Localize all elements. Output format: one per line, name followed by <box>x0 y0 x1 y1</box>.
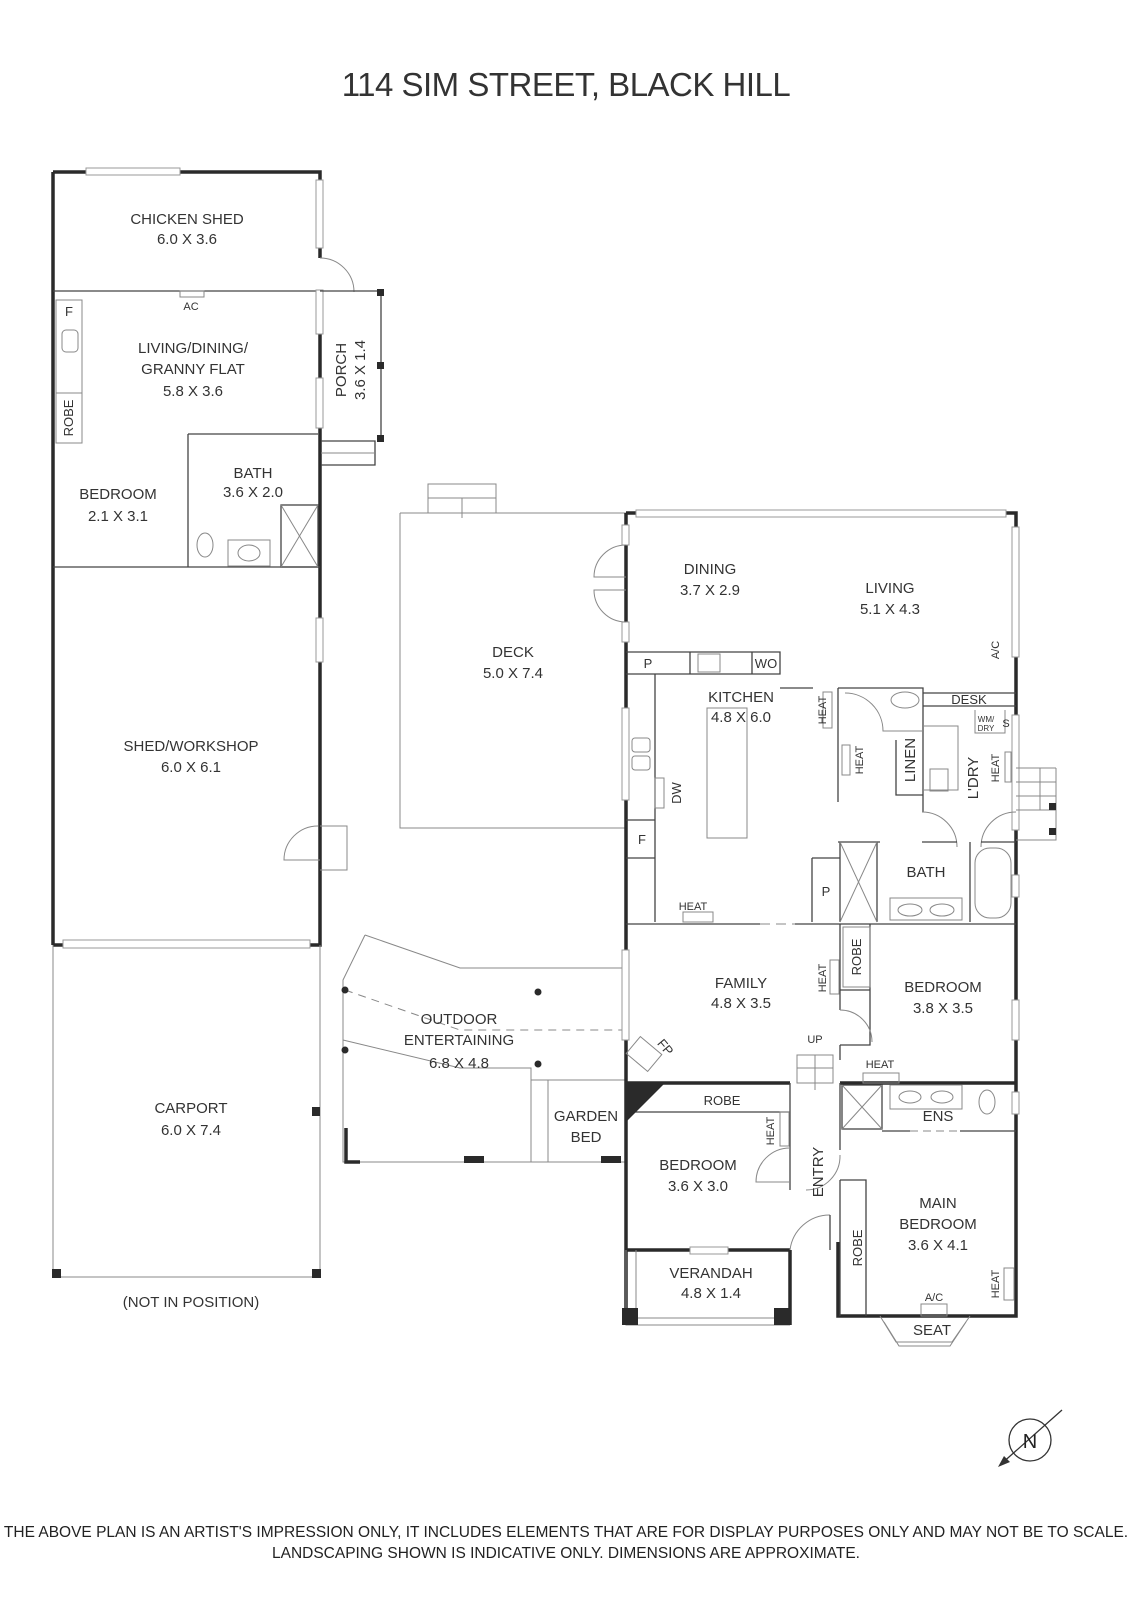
dishwasher-label: DW <box>669 781 684 803</box>
fixture-labels: F AC ROBE P WO DW F HEAT A/C HEAT HEAT H… <box>61 301 1010 1304</box>
pantry-label: P <box>644 656 653 671</box>
heat-label-2: HEAT <box>854 745 866 774</box>
entry-label: ENTRY <box>810 1147 827 1198</box>
wall-oven-label: WO <box>755 656 777 671</box>
dining-size: 3.7 X 2.9 <box>680 582 740 599</box>
garden-bed-label-1: GARDEN <box>554 1108 618 1125</box>
laundry-heat-label: HEAT <box>990 753 1002 782</box>
deck-label: DECK <box>492 644 534 661</box>
ens-heat-label: HEAT <box>866 1059 895 1071</box>
porch-label: PORCH <box>333 343 350 397</box>
north-compass: N <box>998 1409 1063 1467</box>
wm-dry-label-2: DRY <box>978 724 995 733</box>
outdoor-label-1: OUTDOOR <box>421 1011 498 1028</box>
chicken-shed-label: CHICKEN SHED <box>130 211 244 228</box>
family-size: 4.8 X 3.5 <box>711 995 771 1012</box>
shed-workshop-size: 6.0 X 6.1 <box>161 759 221 776</box>
carport-size: 6.0 X 7.4 <box>161 1122 221 1139</box>
flat-bedroom-size: 2.1 X 3.1 <box>88 508 148 525</box>
granny-flat-label-1: LIVING/DINING/ <box>138 340 249 357</box>
dining-label: DINING <box>684 561 737 578</box>
verandah-size: 4.8 X 1.4 <box>681 1285 741 1302</box>
bedroom3-heat-label: HEAT <box>765 1116 777 1145</box>
bedroom2-label: BEDROOM <box>904 979 982 996</box>
main-bedroom-label-2: BEDROOM <box>899 1216 977 1233</box>
plan-title: 114 SIM STREET, BLACK HILL <box>341 66 791 103</box>
outdoor-label-2: ENTERTAINING <box>404 1032 514 1049</box>
shed-workshop-label: SHED/WORKSHOP <box>123 738 258 755</box>
granny-flat-size: 5.8 X 3.6 <box>163 383 223 400</box>
robe-label-bedroom2: ROBE <box>849 938 864 975</box>
linen-label: LINEN <box>902 738 919 782</box>
robe-label-main: ROBE <box>850 1229 865 1266</box>
kitchen-fridge-label: F <box>638 832 646 847</box>
sink-label: S <box>1002 718 1009 730</box>
living-size: 5.1 X 4.3 <box>860 601 920 618</box>
main-bedroom-size: 3.6 X 4.1 <box>908 1237 968 1254</box>
up-label: UP <box>807 1034 822 1046</box>
room-labels: CHICKEN SHED 6.0 X 3.6 LIVING/DINING/ GR… <box>79 211 982 1339</box>
robe-label-bedroom3: ROBE <box>704 1093 741 1108</box>
outbuilding-walls <box>51 167 384 1278</box>
verandah-label: VERANDAH <box>669 1265 752 1282</box>
garden-bed-label-2: BED <box>571 1129 602 1146</box>
robe-label-flat: ROBE <box>61 399 76 436</box>
carport-label: CARPORT <box>154 1100 227 1117</box>
living-ac-label: A/C <box>990 641 1002 659</box>
bath-pantry-label: P <box>822 884 831 899</box>
disclaimer-line-1: THE ABOVE PLAN IS AN ARTIST'S IMPRESSION… <box>3 1524 1129 1541</box>
main-house-walls <box>593 509 1057 1347</box>
fireplace-label: FP <box>654 1036 676 1058</box>
deck-and-outdoor <box>341 483 626 1164</box>
family-heat-label: HEAT <box>817 963 829 992</box>
living-label: LIVING <box>865 580 914 597</box>
granny-flat-label-2: GRANNY FLAT <box>141 361 245 378</box>
ac-label: AC <box>183 301 198 313</box>
desk-label: DESK <box>951 692 987 707</box>
family-label: FAMILY <box>715 975 767 992</box>
ensuite-label: ENS <box>923 1108 954 1125</box>
compass-arrow-icon <box>998 1456 1010 1467</box>
bedroom3-size: 3.6 X 3.0 <box>668 1178 728 1195</box>
disclaimer-line-2: LANDSCAPING SHOWN IS INDICATIVE ONLY. DI… <box>272 1545 860 1562</box>
bedroom3-label: BEDROOM <box>659 1157 737 1174</box>
fridge-label: F <box>65 304 73 319</box>
kitchen-size: 4.8 X 6.0 <box>711 709 771 726</box>
flat-bedroom-label: BEDROOM <box>79 486 157 503</box>
kitchen-label: KITCHEN <box>708 689 774 706</box>
flat-bath-label: BATH <box>234 465 273 482</box>
porch-size: 3.6 X 1.4 <box>352 340 369 400</box>
chicken-shed-size: 6.0 X 3.6 <box>157 231 217 248</box>
deck-size: 5.0 X 7.4 <box>483 665 543 682</box>
heat-label-1: HEAT <box>817 695 829 724</box>
wm-dry-label-1: WM/ <box>978 715 995 724</box>
laundry-label: L'DRY <box>965 757 982 800</box>
main-bedroom-label-1: MAIN <box>919 1195 957 1212</box>
flat-bath-size: 3.6 X 2.0 <box>223 484 283 501</box>
seat-label: SEAT <box>913 1322 951 1339</box>
bath-label: BATH <box>907 864 946 881</box>
carport-note: (NOT IN POSITION) <box>123 1294 259 1311</box>
outdoor-size: 6.8 X 4.8 <box>429 1055 489 1072</box>
disclaimer: THE ABOVE PLAN IS AN ARTIST'S IMPRESSION… <box>0 1522 1132 1564</box>
bedroom2-size: 3.8 X 3.5 <box>913 1000 973 1017</box>
kitchen-heat-label: HEAT <box>679 901 708 913</box>
compass-label: N <box>1023 1431 1037 1453</box>
main-ac-label: A/C <box>925 1292 943 1304</box>
main-heat-label: HEAT <box>990 1269 1002 1298</box>
